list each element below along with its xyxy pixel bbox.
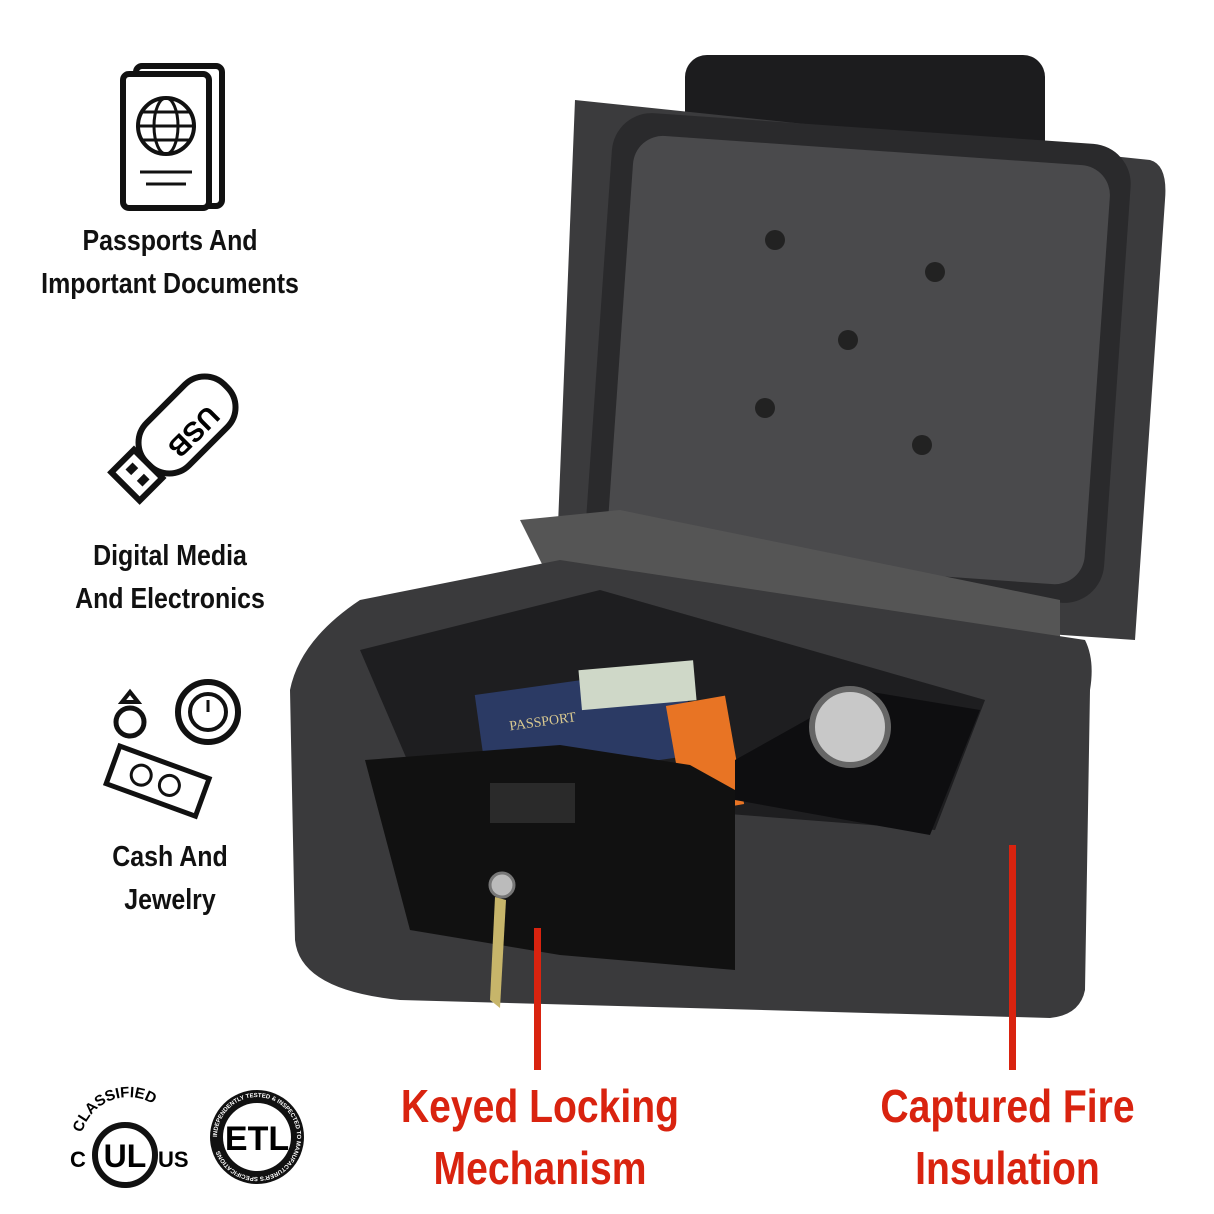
- passport-icon: [120, 63, 225, 211]
- callout-line-lock: [534, 928, 541, 1070]
- callout-line-fire: [1009, 845, 1016, 1070]
- feature-digital-media: Digital Media And Electronics: [75, 540, 265, 615]
- callout-keyed-locking: Keyed Locking Mechanism: [400, 1080, 680, 1194]
- feature-passports: Passports And Important Documents: [41, 225, 299, 300]
- usb-icon: USB: [107, 373, 239, 505]
- svg-text:C: C: [70, 1147, 86, 1172]
- svg-text:US: US: [158, 1147, 189, 1172]
- etl-logo: INDEPENDENTLY TESTED & INSPECTED TO MANU…: [210, 1090, 304, 1184]
- feature-cash-jewelry: Cash And Jewelry: [112, 841, 228, 916]
- cash-jewelry-icon: [102, 679, 241, 820]
- ul-classified-logo: CLASSIFIED UL C US: [70, 1085, 189, 1188]
- svg-text:ETL: ETL: [225, 1120, 289, 1158]
- svg-text:UL: UL: [104, 1138, 147, 1174]
- callout-fire-insulation: Captured Fire Insulation: [880, 1080, 1135, 1194]
